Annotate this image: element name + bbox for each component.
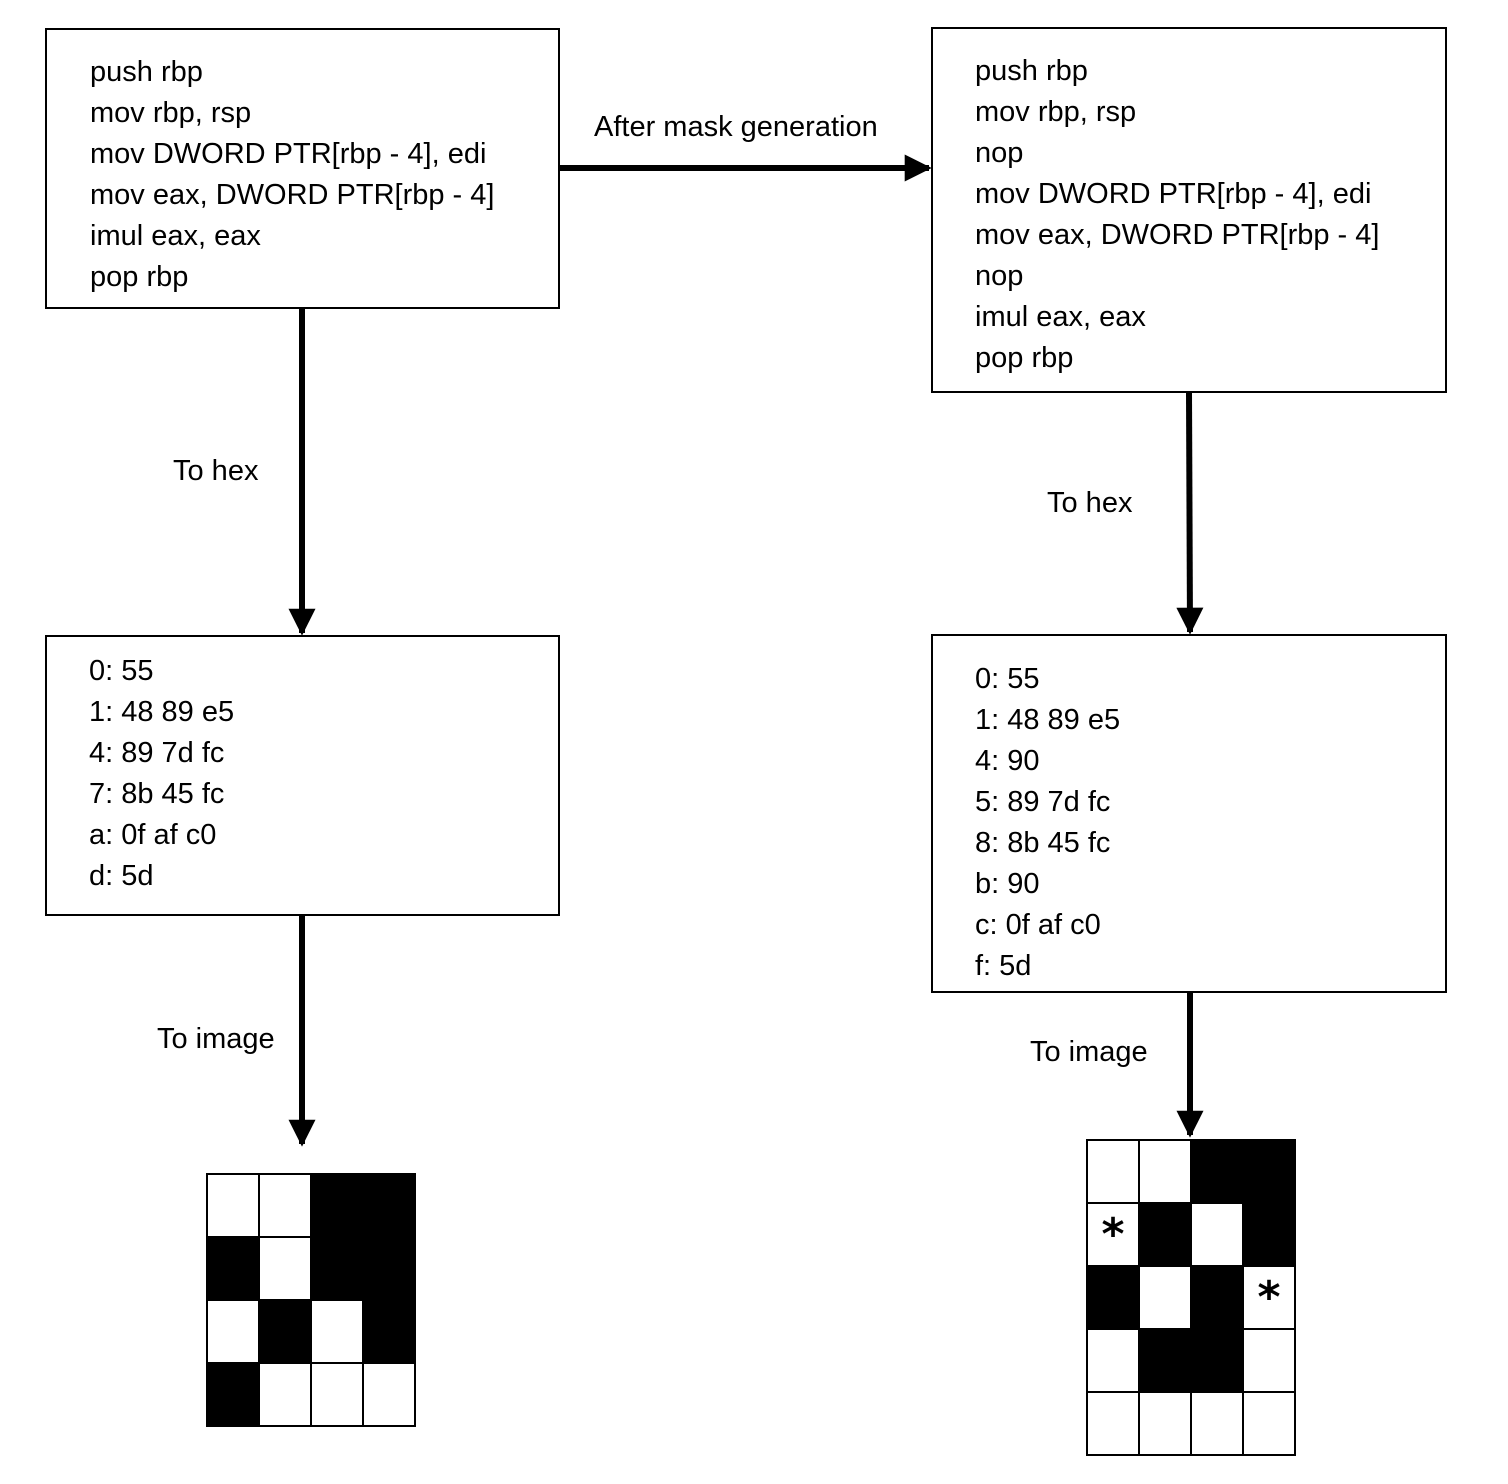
hex-line: 4: 89 7d fc bbox=[89, 737, 225, 769]
right-code-box: push rbp mov rbp, rsp nop mov DWORD PTR[… bbox=[931, 27, 1447, 393]
pixel-cell bbox=[310, 1236, 364, 1301]
code-line: push rbp bbox=[90, 56, 203, 88]
pixel-cell bbox=[206, 1299, 260, 1364]
code-line: mov rbp, rsp bbox=[90, 97, 252, 129]
pixel-cell bbox=[1138, 1328, 1192, 1393]
pixel-cell bbox=[1086, 1328, 1140, 1393]
code-line: mov rbp, rsp bbox=[975, 96, 1137, 128]
hex-line: a: 0f af c0 bbox=[89, 819, 217, 851]
pixel-cell bbox=[206, 1173, 260, 1238]
code-line: mov DWORD PTR[rbp - 4], edi bbox=[90, 138, 487, 170]
pixel-cell bbox=[1190, 1391, 1244, 1456]
masked-pixel-cell: * bbox=[1242, 1265, 1296, 1330]
pixel-cell bbox=[1138, 1265, 1192, 1330]
pixel-cell bbox=[1086, 1139, 1140, 1204]
pixel-cell bbox=[1242, 1202, 1296, 1267]
code-line: imul eax, eax bbox=[90, 220, 261, 252]
code-line: push rbp bbox=[975, 55, 1088, 87]
pixel-cell bbox=[206, 1362, 260, 1427]
pixel-cell bbox=[1138, 1202, 1192, 1267]
pixel-cell bbox=[1242, 1328, 1296, 1393]
hex-line: 4: 90 bbox=[975, 745, 1040, 777]
pixel-cell bbox=[310, 1362, 364, 1427]
hex-line: 1: 48 89 e5 bbox=[89, 696, 235, 728]
pixel-cell bbox=[310, 1299, 364, 1364]
masked-pixel-cell: * bbox=[1086, 1202, 1140, 1267]
code-line: mov DWORD PTR[rbp - 4], edi bbox=[975, 178, 1372, 210]
pixel-cell bbox=[258, 1299, 312, 1364]
hex-line: f: 5d bbox=[975, 950, 1032, 982]
pixel-cell bbox=[1190, 1139, 1244, 1204]
code-line: pop rbp bbox=[975, 342, 1074, 374]
pixel-cell bbox=[1190, 1265, 1244, 1330]
pixel-cell bbox=[206, 1236, 260, 1301]
hex-line: 7: 8b 45 fc bbox=[89, 778, 225, 810]
pixel-cell bbox=[1242, 1139, 1296, 1204]
code-line: nop bbox=[975, 137, 1024, 169]
hex-line: 1: 48 89 e5 bbox=[975, 704, 1121, 736]
left-pixel-image bbox=[206, 1173, 416, 1427]
hex-line: 0: 55 bbox=[975, 663, 1040, 695]
right-to-hex-arrow bbox=[1176, 392, 1204, 635]
pixel-cell bbox=[1242, 1391, 1296, 1456]
right-hex-box: 0: 55 1: 48 89 e5 4: 90 5: 89 7d fc 8: 8… bbox=[931, 634, 1447, 993]
pixel-cell bbox=[362, 1299, 416, 1364]
to-image-label-right: To image bbox=[1030, 1036, 1148, 1068]
pixel-cell bbox=[362, 1173, 416, 1238]
pixel-cell bbox=[310, 1173, 364, 1238]
pixel-cell bbox=[362, 1236, 416, 1301]
pixel-cell bbox=[1190, 1328, 1244, 1393]
pixel-cell bbox=[1190, 1202, 1244, 1267]
left-code-box: push rbp mov rbp, rsp mov DWORD PTR[rbp … bbox=[45, 28, 560, 309]
right-pixel-image: ** bbox=[1086, 1139, 1296, 1456]
hex-line: 8: 8b 45 fc bbox=[975, 827, 1111, 859]
to-hex-label-right: To hex bbox=[1047, 487, 1133, 519]
pixel-cell bbox=[258, 1236, 312, 1301]
code-line: mov eax, DWORD PTR[rbp - 4] bbox=[90, 179, 495, 211]
hex-line: c: 0f af c0 bbox=[975, 909, 1101, 941]
code-line: pop rbp bbox=[90, 261, 189, 293]
pixel-cell bbox=[1086, 1391, 1140, 1456]
to-hex-label-left: To hex bbox=[173, 455, 259, 487]
code-line: imul eax, eax bbox=[975, 301, 1146, 333]
hex-line: 5: 89 7d fc bbox=[975, 786, 1111, 818]
hex-line: d: 5d bbox=[89, 860, 154, 892]
code-line: mov eax, DWORD PTR[rbp - 4] bbox=[975, 219, 1380, 251]
left-hex-box: 0: 55 1: 48 89 e5 4: 89 7d fc 7: 8b 45 f… bbox=[45, 635, 560, 916]
pixel-cell bbox=[258, 1362, 312, 1427]
pixel-cell bbox=[258, 1173, 312, 1238]
hex-line: 0: 55 bbox=[89, 655, 154, 687]
hex-line: b: 90 bbox=[975, 868, 1040, 900]
pixel-cell bbox=[362, 1362, 416, 1427]
mask-generation-label: After mask generation bbox=[594, 111, 878, 143]
pixel-cell bbox=[1086, 1265, 1140, 1330]
code-line: nop bbox=[975, 260, 1024, 292]
to-image-label-left: To image bbox=[157, 1023, 275, 1055]
pixel-cell bbox=[1138, 1391, 1192, 1456]
pixel-cell bbox=[1138, 1139, 1192, 1204]
